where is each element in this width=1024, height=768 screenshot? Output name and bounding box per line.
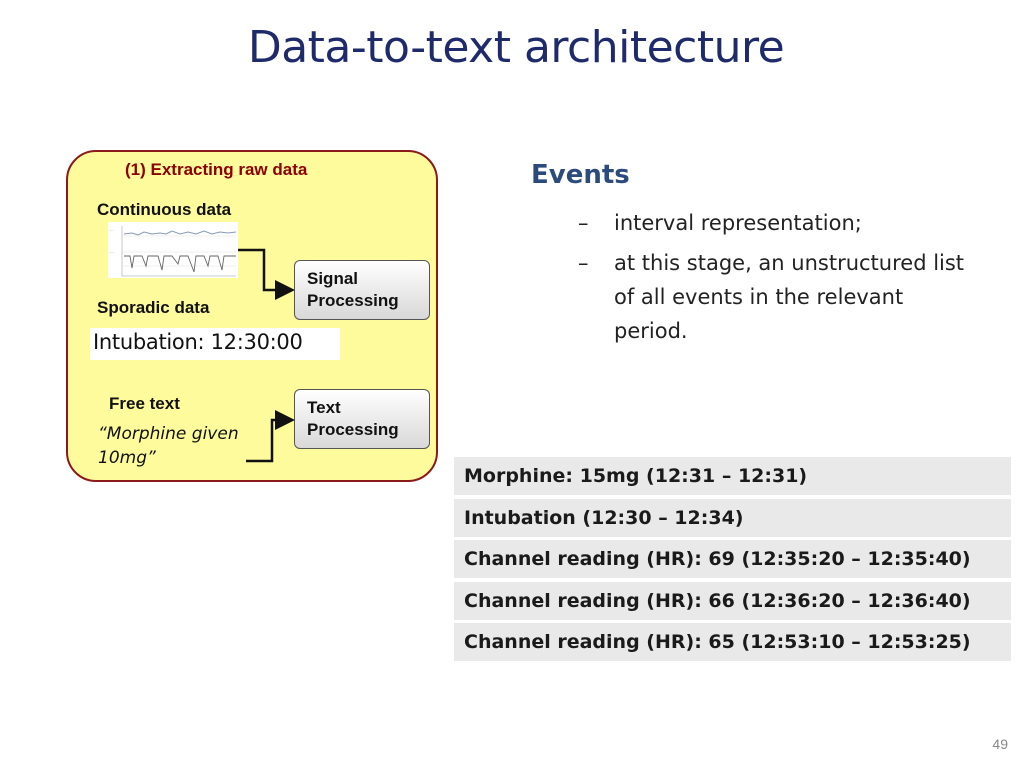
bullet-item: – at this stage, an unstructured list of … bbox=[578, 246, 978, 348]
dash-bullet-icon: – bbox=[578, 251, 589, 275]
free-text-quote: “Morphine given 10mg” bbox=[98, 424, 239, 468]
text-processing-box: Text Processing bbox=[294, 389, 430, 449]
sporadic-data-label: Sporadic data bbox=[97, 298, 210, 317]
event-row: Channel reading (HR): 65 (12:53:10 – 12:… bbox=[454, 623, 1011, 661]
free-text-label: Free text bbox=[109, 394, 180, 413]
events-bullet-list: – interval representation; – at this stage… bbox=[578, 206, 978, 354]
event-row: Morphine: 15mg (12:31 – 12:31) bbox=[454, 457, 1011, 495]
bullet-text: at this stage, an unstructured list of a… bbox=[614, 251, 965, 343]
sporadic-value-box bbox=[90, 328, 340, 360]
panel-heading: (1) Extracting raw data bbox=[125, 160, 308, 179]
signal-processing-box: Signal Processing bbox=[294, 260, 430, 320]
dash-bullet-icon: – bbox=[578, 211, 589, 235]
event-row: Intubation (12:30 – 12:34) bbox=[454, 498, 1011, 537]
signal-chart-thumbnail-icon: ··· ··· bbox=[108, 222, 238, 278]
svg-text:···: ··· bbox=[110, 228, 114, 233]
svg-text:···: ··· bbox=[110, 250, 114, 255]
events-heading: Events bbox=[531, 160, 630, 190]
sporadic-value: Intubation: 12:30:00 bbox=[93, 330, 303, 354]
page-number: 49 bbox=[992, 736, 1008, 752]
slide-title: Data-to-text architecture bbox=[247, 22, 785, 73]
bullet-item: – interval representation; bbox=[578, 206, 978, 240]
event-row: Channel reading (HR): 66 (12:36:20 – 12:… bbox=[454, 581, 1011, 620]
bullet-text: interval representation; bbox=[614, 211, 862, 235]
events-table: Morphine: 15mg (12:31 – 12:31) Intubatio… bbox=[454, 457, 1011, 665]
event-row: Channel reading (HR): 69 (12:35:20 – 12:… bbox=[454, 540, 1011, 578]
continuous-data-label: Continuous data bbox=[97, 200, 232, 219]
